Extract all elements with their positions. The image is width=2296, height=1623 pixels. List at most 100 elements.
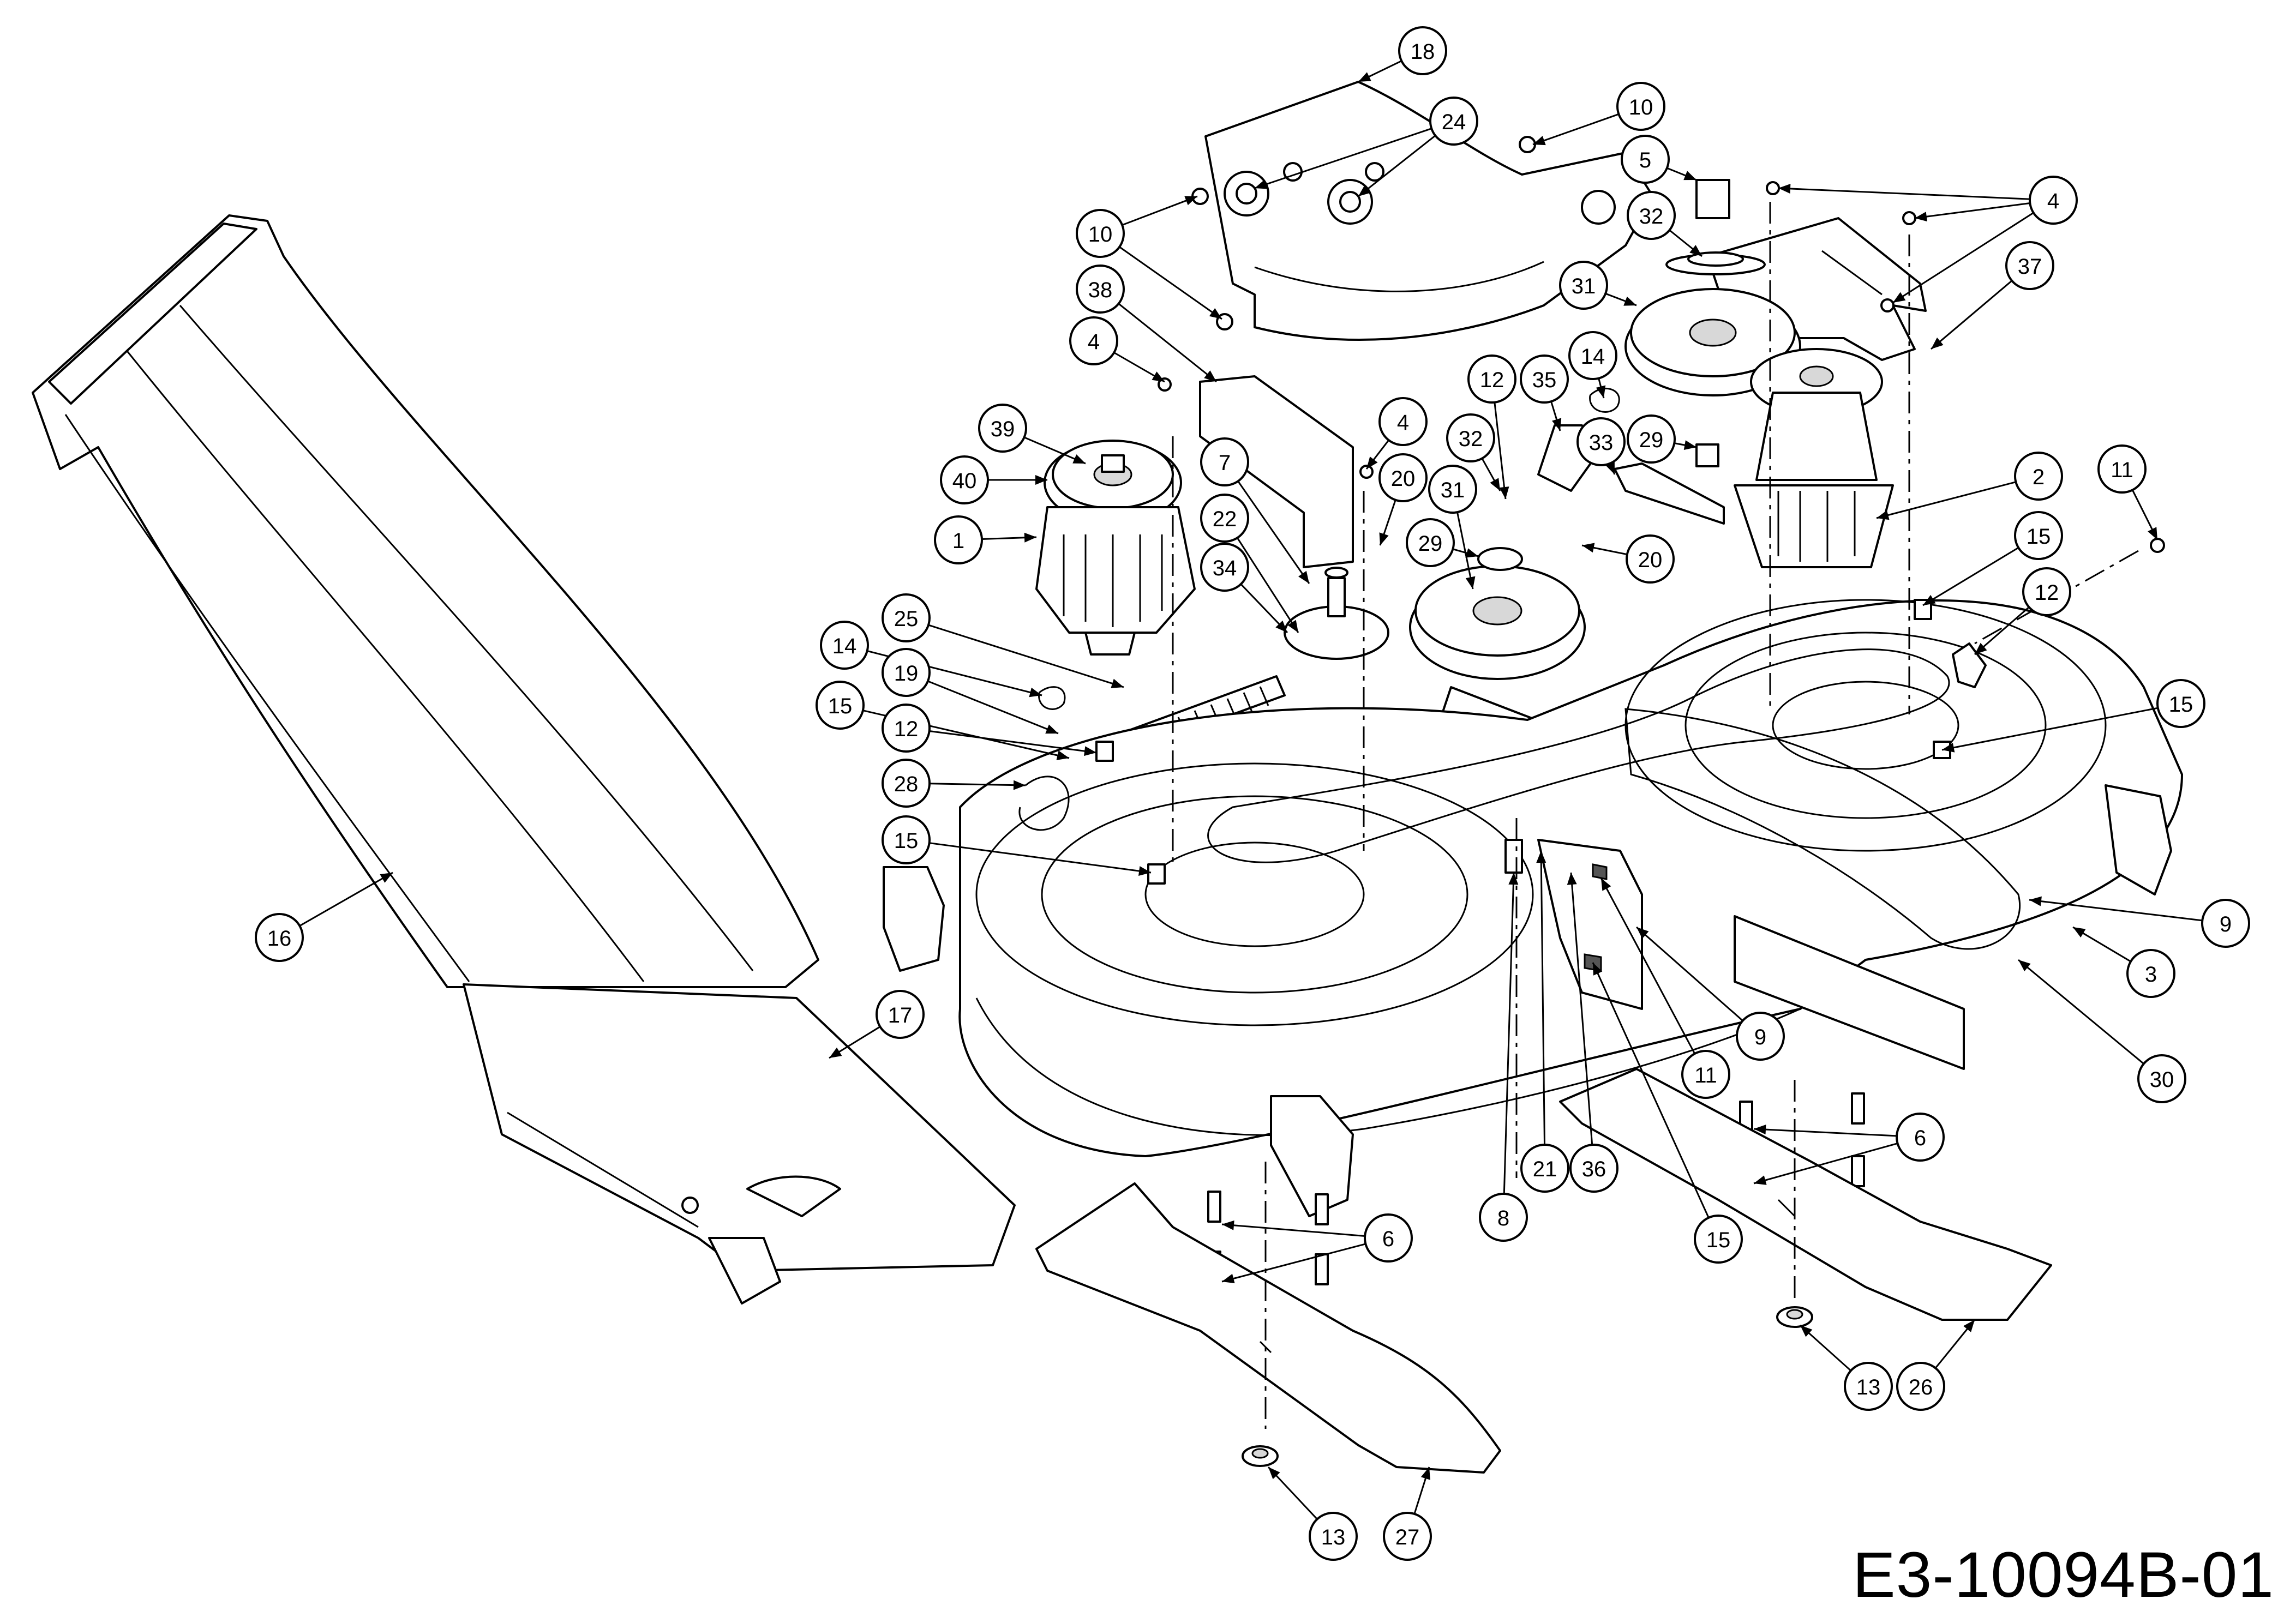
callout-circle	[1200, 494, 1249, 543]
leader-arrowhead	[1184, 196, 1197, 206]
callout-number: 7	[1219, 451, 1231, 475]
callout-circle	[1398, 26, 1447, 75]
leader-arrowhead	[380, 873, 393, 883]
leader-arrowhead	[1358, 185, 1371, 196]
callout-number: 14	[1581, 345, 1605, 369]
callout-number: 12	[2035, 581, 2059, 605]
callout-circle	[1467, 354, 1516, 404]
leader-arrowhead	[1379, 532, 1389, 545]
leader-arrowhead	[1152, 371, 1165, 382]
callout-circle	[1076, 209, 1125, 258]
callout-number: 33	[1589, 431, 1614, 455]
leader-arrowhead	[1551, 418, 1562, 431]
callout-circle	[1378, 397, 1428, 446]
leader-arrowhead	[1013, 780, 1026, 790]
callout-14: 14	[1568, 331, 1617, 380]
callout-circle	[2014, 452, 2063, 501]
leader-arrowhead	[2029, 896, 2042, 906]
callout-12: 12	[1467, 354, 1516, 404]
leader-line-15	[1592, 962, 1710, 1218]
callout-circle	[2005, 241, 2054, 290]
callout-number: 27	[1395, 1525, 1420, 1549]
leader-line-19	[927, 680, 1059, 735]
callout-circle	[1568, 331, 1617, 380]
callout-circle	[1576, 417, 1626, 466]
leader-line-38	[1118, 303, 1217, 383]
callout-circle	[1200, 437, 1249, 486]
leader-arrowhead	[1035, 475, 1047, 485]
leader-line-12	[1974, 606, 2030, 656]
leader-line-6	[1221, 1223, 1365, 1237]
callout-29: 29	[1406, 518, 1455, 567]
callout-circle	[1200, 543, 1249, 592]
callout-31: 31	[1559, 261, 1608, 310]
leader-arrowhead	[1754, 1125, 1766, 1135]
leader-line-15	[1941, 707, 2159, 751]
callout-15: 15	[2156, 679, 2205, 728]
callout-circle	[978, 404, 1027, 453]
leader-line-4	[1914, 202, 2030, 219]
drive-belt-part	[1207, 648, 2021, 950]
callout-circle	[1616, 82, 1665, 131]
callout-circle	[882, 704, 931, 753]
leader-arrowhead	[1138, 866, 1151, 876]
leader-line-7	[1237, 480, 1310, 584]
leader-arrowhead	[1778, 183, 1791, 194]
leader-arrowhead	[1499, 486, 1509, 499]
callout-circle	[1383, 1512, 1432, 1561]
callout-6: 6	[1364, 1213, 1413, 1263]
callout-1: 1	[934, 515, 983, 564]
leader-arrowhead	[1275, 620, 1287, 633]
callout-11: 11	[1681, 1050, 1730, 1099]
callout-circle	[2022, 567, 2071, 616]
callout-number: 39	[991, 417, 1015, 441]
callout-circle	[1406, 518, 1455, 567]
leader-line-24	[1358, 135, 1436, 197]
leader-arrowhead	[1915, 212, 1927, 222]
callout-number: 13	[1856, 1375, 1881, 1399]
leader-arrowhead	[1893, 292, 1906, 303]
callout-number: 9	[2220, 912, 2232, 936]
leader-arrowhead	[1298, 570, 1309, 584]
leader-arrowhead	[1222, 1220, 1234, 1230]
leader-line-2	[1876, 481, 2016, 519]
callout-number: 4	[1088, 330, 1100, 354]
leader-arrowhead	[1268, 1467, 1280, 1480]
leader-arrowhead	[1689, 245, 1702, 256]
callout-number: 29	[1639, 428, 1664, 452]
callout-number: 36	[1582, 1157, 1606, 1181]
callout-number: 20	[1638, 548, 1663, 572]
callout-30: 30	[2137, 1054, 2186, 1103]
callout-number: 14	[832, 634, 857, 658]
leader-arrowhead	[1366, 456, 1378, 469]
leader-line-10	[1122, 195, 1198, 226]
callout-number: 21	[1533, 1157, 1557, 1181]
leader-arrowhead	[1508, 873, 1519, 885]
drawing-number: E3-10094B-01	[1852, 1539, 2274, 1611]
leader-line-15	[929, 842, 1152, 874]
callout-circle	[1520, 354, 1569, 404]
leader-line-6	[1753, 1143, 1898, 1185]
leader-line-12	[1494, 402, 1507, 500]
mower-deck-part	[883, 599, 2183, 1217]
callout-39: 39	[978, 404, 1027, 453]
callout-number: 15	[2169, 693, 2193, 717]
callout-circle	[1627, 414, 1676, 464]
callout-number: 16	[267, 927, 292, 951]
callout-circle	[1694, 1215, 1743, 1264]
callout-4: 4	[1378, 397, 1428, 446]
callout-20: 20	[1378, 453, 1428, 502]
leader-line-37	[1931, 280, 2013, 350]
callout-10: 10	[1616, 82, 1665, 131]
callout-32: 32	[1627, 191, 1676, 240]
leader-arrowhead	[2148, 527, 2157, 540]
callout-number: 8	[1497, 1206, 1509, 1230]
callout-number: 37	[2018, 255, 2042, 279]
callout-circle	[1479, 1193, 1528, 1242]
callout-34: 34	[1200, 543, 1249, 592]
leader-arrowhead	[1490, 478, 1500, 491]
callout-circle	[1520, 1144, 1569, 1193]
callout-circle	[1736, 1012, 1785, 1061]
leader-line-22	[1236, 537, 1299, 633]
leader-arrowhead	[1222, 1273, 1235, 1284]
